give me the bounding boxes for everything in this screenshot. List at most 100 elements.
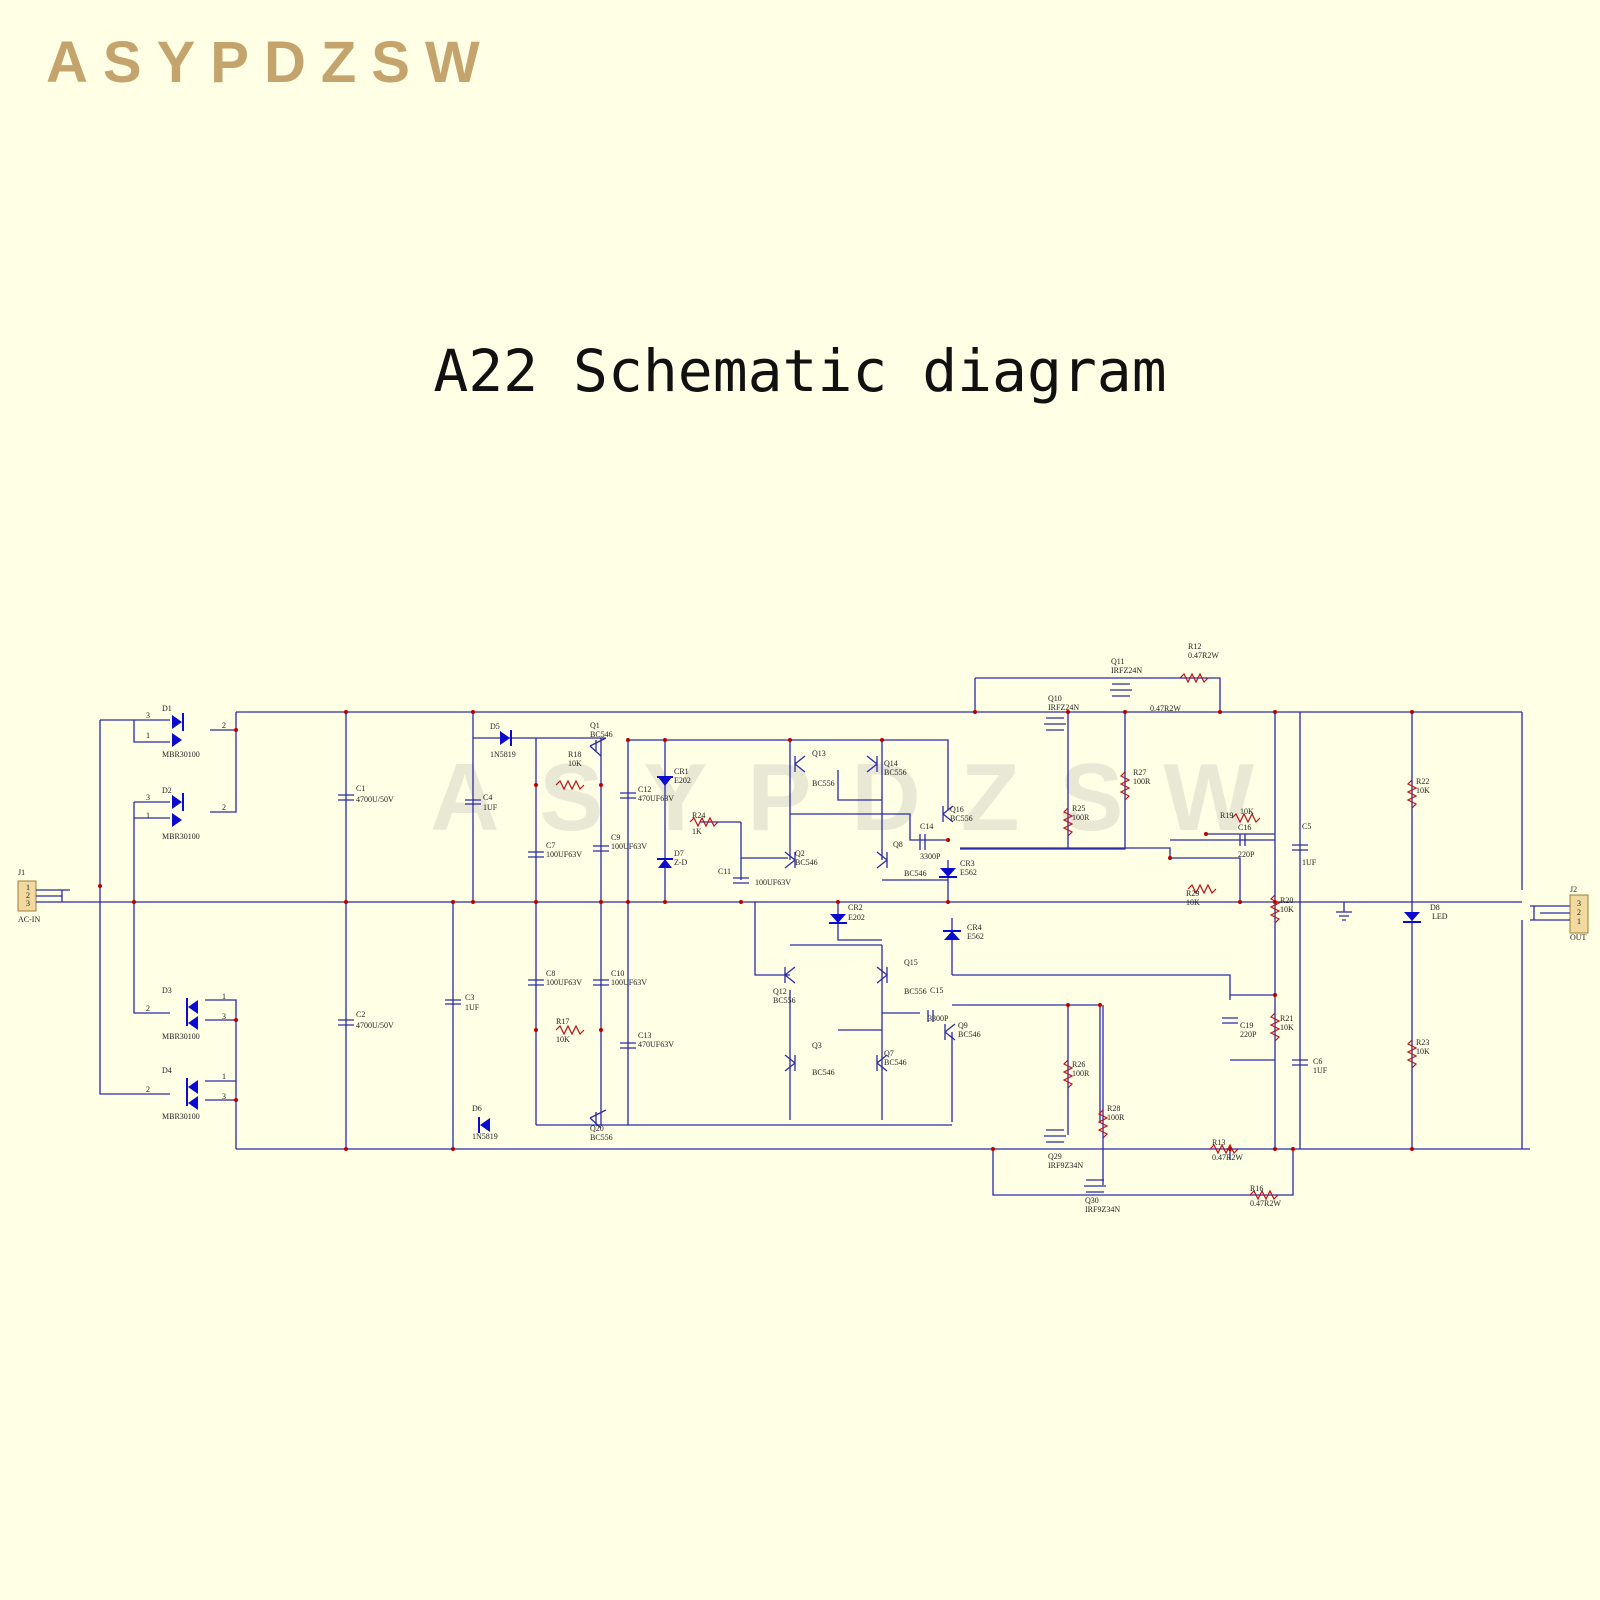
label-q12: Q12 (773, 987, 787, 996)
label-r23v: 10K (1416, 1047, 1430, 1056)
label-r22v: 10K (1416, 786, 1430, 795)
label-d7v: Z-D (674, 858, 688, 867)
label-cr2v: E202 (848, 913, 865, 922)
label-c5: C5 (1302, 822, 1311, 831)
label-q9: Q9 (958, 1021, 968, 1030)
label-q7: Q7 (884, 1049, 894, 1058)
label-q10v: IRFZ24N (1048, 703, 1079, 712)
brand-logo: ASYPDZSW (46, 30, 495, 95)
label-d8: D8 (1430, 903, 1440, 912)
label-acin: AC-IN (18, 915, 40, 924)
label-r12: R12 (1188, 642, 1201, 651)
label-q16: Q16 (950, 805, 964, 814)
label-q1: Q1 (590, 721, 600, 730)
component-labels: J1 AC-IN 1 2 3 D1 MBR30100 D2 MBR30100 D… (18, 642, 1587, 1214)
label-c7v: 100UF63V (546, 850, 582, 859)
label-c19: C19 (1240, 1021, 1253, 1030)
label-d3: D3 (162, 986, 172, 995)
label-q2: Q2 (795, 849, 805, 858)
label-p2a: 2 (222, 721, 226, 730)
label-c6: C6 (1313, 1057, 1322, 1066)
label-r24: R24 (692, 811, 705, 820)
label-c11: C11 (718, 867, 731, 876)
label-d6: D6 (472, 1104, 482, 1113)
label-c16: C16 (1238, 823, 1251, 832)
label-p1c: 1 (222, 992, 226, 1001)
label-c13: C13 (638, 1031, 651, 1040)
label-c15v: 3300P (928, 1014, 949, 1023)
label-cr4: CR4 (967, 923, 982, 932)
label-c13v: 470UF63V (638, 1040, 674, 1049)
label-d7: D7 (674, 849, 684, 858)
label-r23: R23 (1416, 1038, 1429, 1047)
label-r29v: 10K (1186, 898, 1200, 907)
label-c8v: 100UF63V (546, 978, 582, 987)
label-d5v: 1N5819 (490, 750, 516, 759)
label-d5: D5 (490, 722, 500, 731)
capacitors (338, 792, 1308, 1066)
label-cr3: CR3 (960, 859, 975, 868)
label-r18v: 10K (568, 759, 582, 768)
label-q29v: IRF9Z34N (1048, 1161, 1083, 1170)
label-q30: Q30 (1085, 1196, 1099, 1205)
label-mbr3: MBR30100 (162, 1032, 200, 1041)
label-d4: D4 (162, 1066, 172, 1075)
label-q20: Q20 (590, 1124, 604, 1133)
label-r13v: 0.47R2W (1212, 1153, 1243, 1162)
label-q8v: BC546 (904, 869, 927, 878)
label-q29: Q29 (1048, 1152, 1062, 1161)
connectors (17, 880, 1589, 934)
label-c4v: 1UF (483, 803, 498, 812)
label-q7v: BC546 (884, 1058, 907, 1067)
label-c1v: 4700U/50V (356, 795, 394, 804)
label-p2d: 2 (146, 1085, 150, 1094)
label-r17: R17 (556, 1017, 569, 1026)
label-p3d: 3 (222, 1092, 226, 1101)
label-r24v: 1K (692, 827, 702, 836)
label-c10v: 100UF63V (611, 978, 647, 987)
label-cr2: CR2 (848, 903, 863, 912)
label-d1: D1 (162, 704, 172, 713)
label-c10: C10 (611, 969, 624, 978)
label-q2v: BC546 (795, 858, 818, 867)
label-r21: R21 (1280, 1014, 1293, 1023)
label-c12: C12 (638, 785, 651, 794)
label-c9v: 100UF63V (611, 842, 647, 851)
label-cr1v: E202 (674, 776, 691, 785)
label-q3: Q3 (812, 1041, 822, 1050)
label-r14v: 0.47R2W (1150, 704, 1181, 713)
label-r16: R16 (1250, 1184, 1263, 1193)
diodes (172, 713, 1421, 1133)
label-q13v: BC556 (812, 779, 835, 788)
label-c4: C4 (483, 793, 492, 802)
label-r17v: 10K (556, 1035, 570, 1044)
label-q10: Q10 (1048, 694, 1062, 703)
label-r21v: 10K (1280, 1023, 1294, 1032)
label-q14: Q14 (884, 759, 898, 768)
label-q20v: BC556 (590, 1133, 613, 1142)
label-d8v: LED (1432, 912, 1448, 921)
label-q13: Q13 (812, 749, 826, 758)
label-r27v: 100R (1133, 777, 1151, 786)
label-mbr1: MBR30100 (162, 750, 200, 759)
label-j1p1: 1 (26, 883, 30, 892)
label-p3a: 3 (146, 711, 150, 720)
label-c14v: 3300P (920, 852, 941, 861)
label-q16v: BC556 (950, 814, 973, 823)
label-r27: R27 (1133, 768, 1146, 777)
label-q11: Q11 (1111, 657, 1124, 666)
label-c14: C14 (920, 822, 933, 831)
label-r18: R18 (568, 750, 581, 759)
watermark: ASYPDZSW (430, 744, 1294, 851)
label-r19v: 10K (1240, 807, 1254, 816)
label-r28: R28 (1107, 1104, 1120, 1113)
label-c11v: 100UF63V (755, 878, 791, 887)
label-c6v: 1UF (1313, 1066, 1328, 1075)
label-r25v: 100R (1072, 813, 1090, 822)
resistors (555, 672, 1418, 1201)
label-out: OUT (1570, 933, 1587, 942)
label-j2: J2 (1570, 885, 1577, 894)
label-c3: C3 (465, 993, 474, 1002)
wires (70, 677, 1530, 1196)
